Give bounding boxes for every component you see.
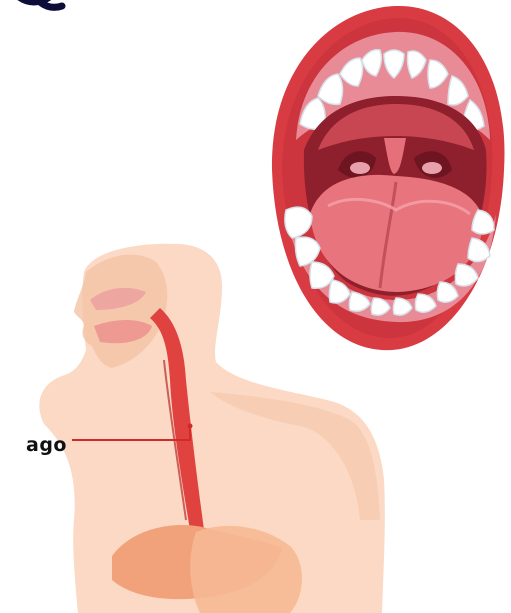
esophagus-label: ago: [26, 434, 67, 456]
open-mouth-illustration: [272, 6, 505, 350]
